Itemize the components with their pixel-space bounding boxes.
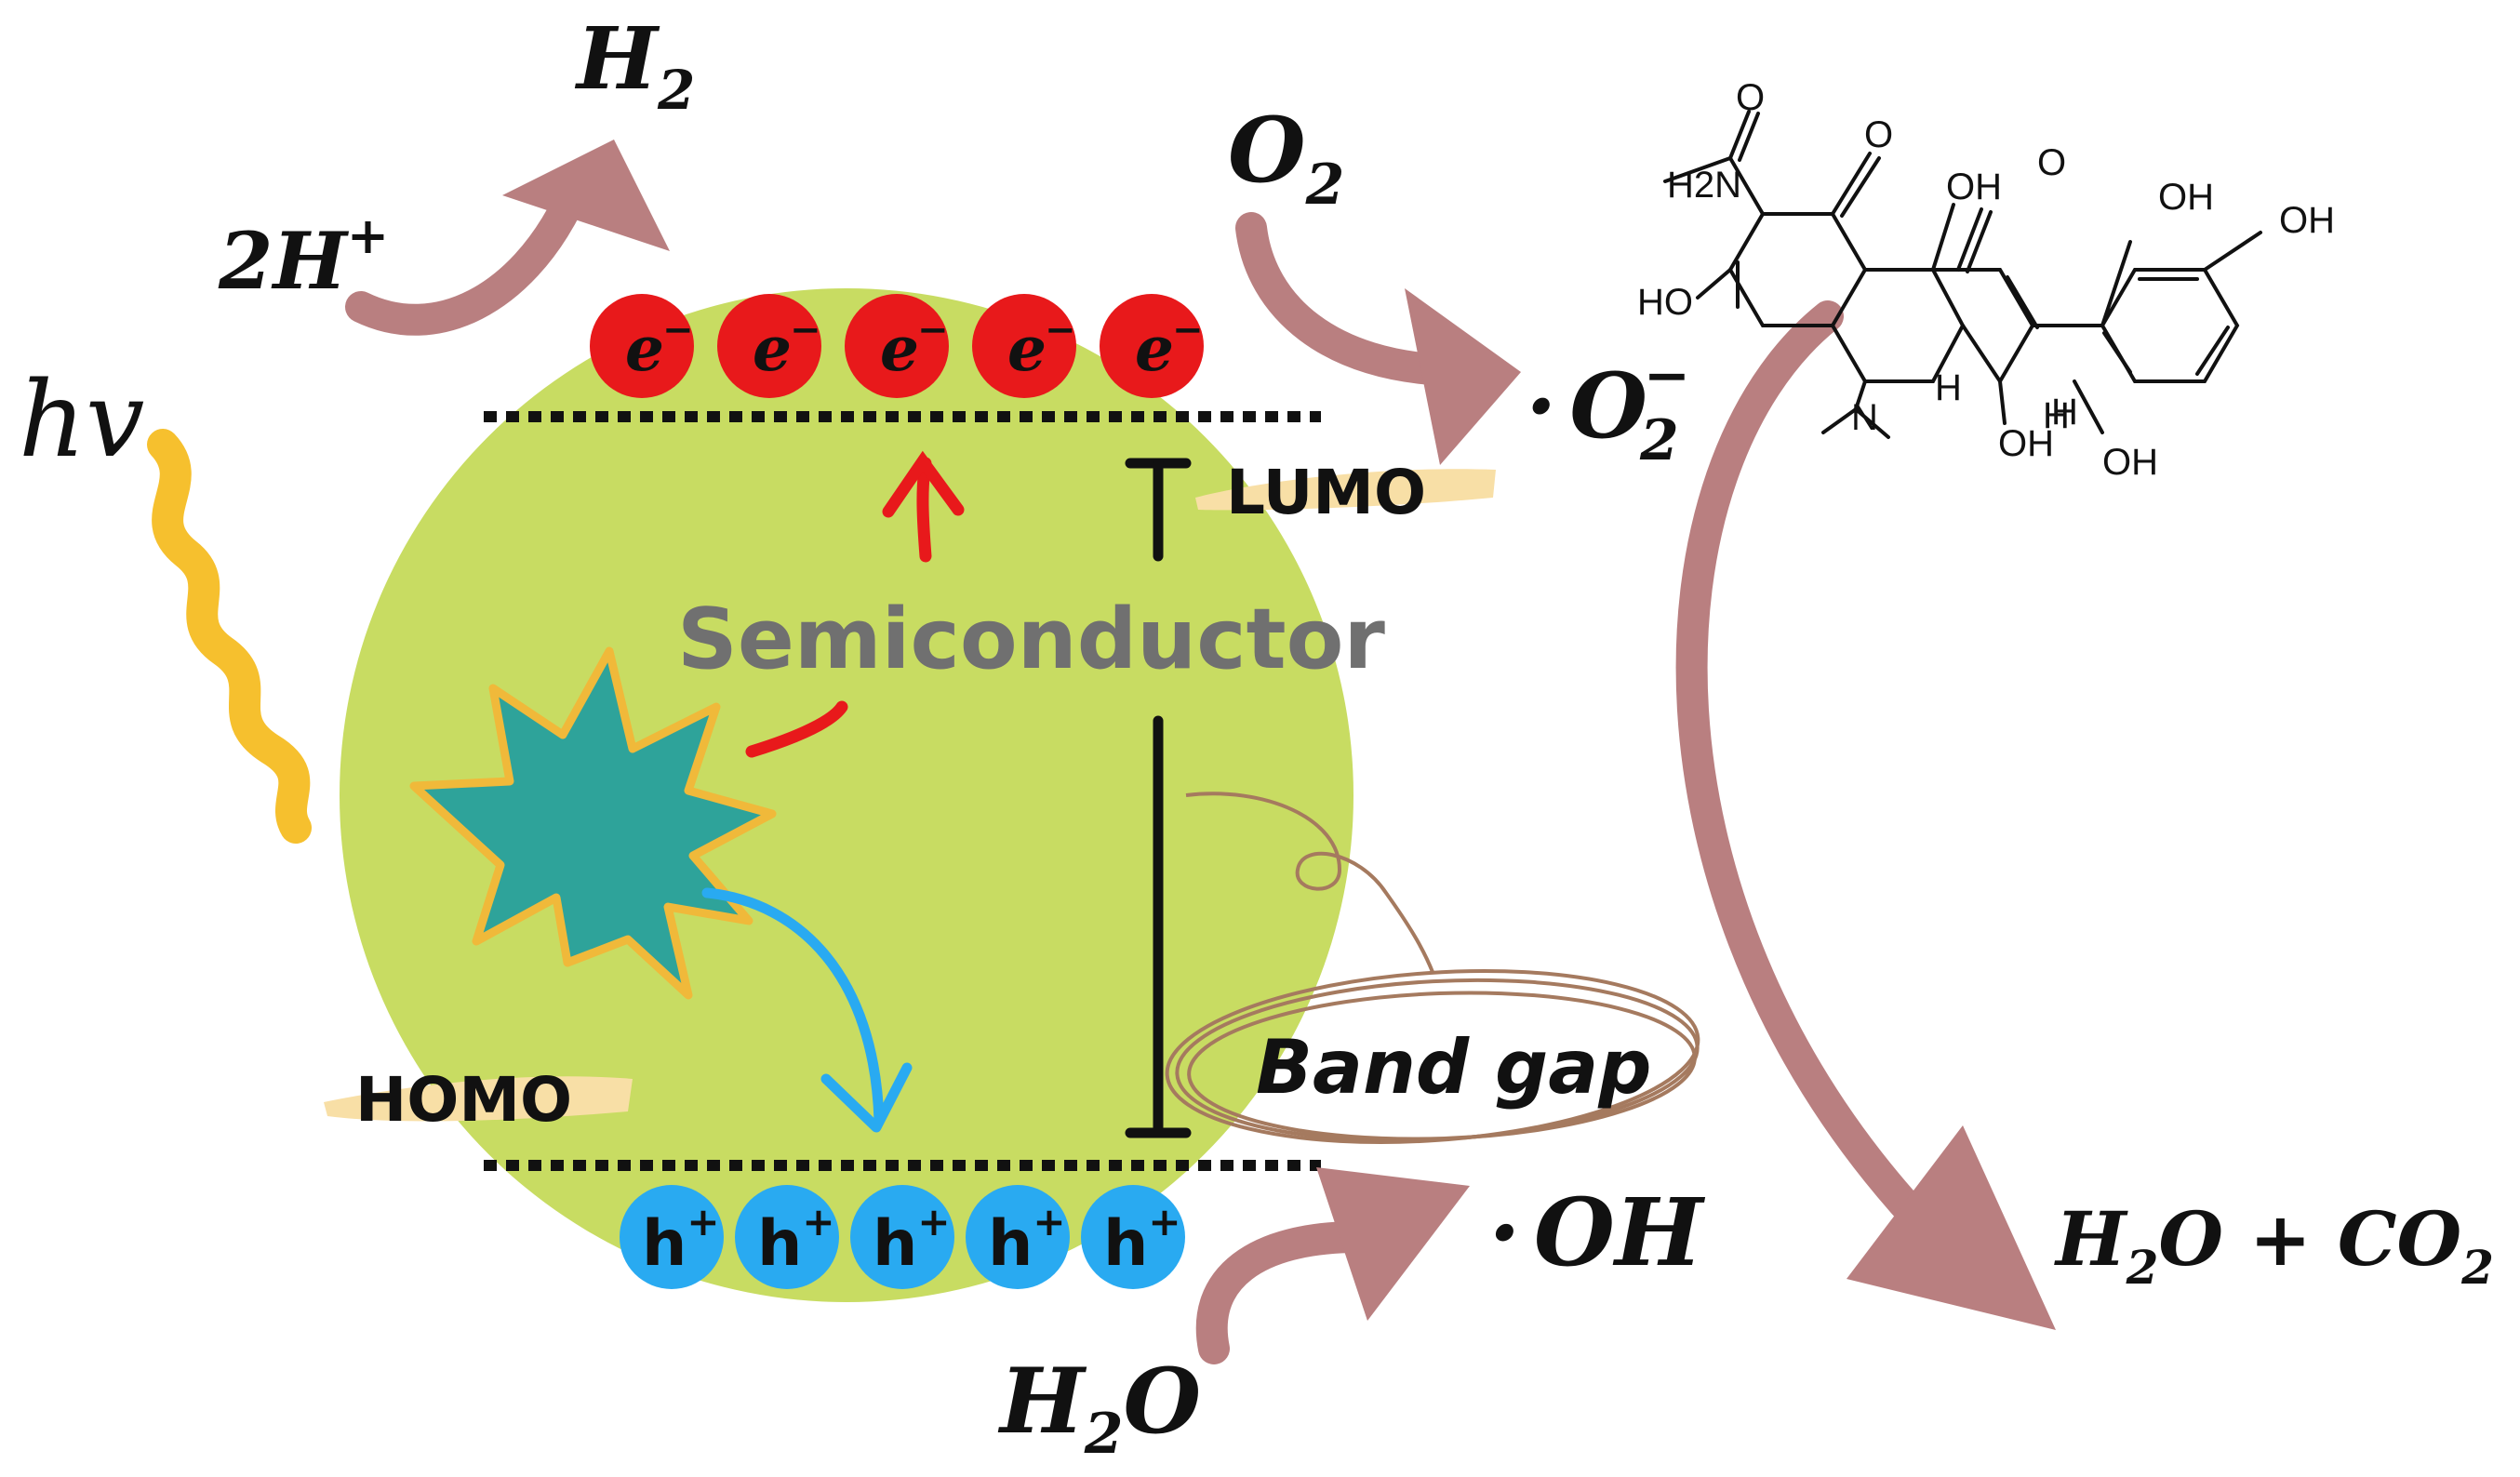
hole-row: h+ h+ h+ h+ h+ (620, 1185, 1185, 1289)
oxygen-label: O2 (1228, 98, 1344, 218)
svg-text:O: O (1864, 114, 1893, 155)
light-wave-icon (147, 429, 312, 844)
lumo-label: LUMO (1226, 457, 1426, 528)
electron: e− (845, 294, 949, 398)
hole: h+ (850, 1185, 954, 1289)
svg-text:H: H (2043, 395, 2070, 436)
svg-text:O: O (2037, 142, 2066, 183)
band-gap-label: Band gap (1256, 1024, 1652, 1111)
electron-excitation-arrow (745, 450, 965, 758)
homo-label: HOMO (355, 1064, 572, 1136)
reduction-arrow-h2 (345, 140, 670, 336)
water-label: H2O (997, 1349, 1201, 1467)
hydroxyl-radical-label: ·OH (1488, 1178, 1706, 1287)
proton-label: 2H+ (218, 206, 389, 307)
hole-transfer-arrow (701, 887, 913, 1133)
superoxide-label: ·O2− (1526, 343, 1690, 473)
svg-text:OH: OH (2279, 200, 2335, 241)
tetracycline-molecule (1663, 110, 2262, 439)
semiconductor-particle (340, 288, 1353, 1302)
tetracycline-atom-labels: H2N O O OH O OH OH HO H N H OH H OH (1637, 77, 2335, 483)
homo-highlight (324, 1076, 633, 1122)
electron: e− (972, 294, 1076, 398)
svg-text:N: N (1851, 397, 1878, 438)
degradation-arrow (1675, 300, 2056, 1330)
electron-row: e− e− e− e− e− (590, 294, 1204, 398)
hole: h+ (735, 1185, 839, 1289)
svg-text:O: O (1736, 77, 1765, 118)
svg-text:H: H (1935, 367, 1962, 408)
svg-text:H: H (2051, 392, 2078, 432)
semiconductor-label: Semiconductor (677, 591, 1385, 688)
svg-text:OH: OH (1946, 166, 2002, 207)
svg-text:OH: OH (1998, 423, 2054, 464)
hole: h+ (966, 1185, 1070, 1289)
svg-text:H2N: H2N (1667, 165, 1741, 206)
photon-label: hv (19, 360, 144, 481)
electron: e− (1100, 294, 1204, 398)
products-label: H2O + CO2 (2054, 1195, 2494, 1295)
hydrogen-label: H2 (574, 8, 695, 122)
oxidation-arrow-hydroxyl (1195, 1167, 1470, 1364)
svg-text:OH: OH (2102, 442, 2158, 483)
excitation-star-icon (409, 646, 777, 1000)
band-gap-marker (1125, 458, 1192, 1138)
band-gap-scribble (1165, 792, 1700, 1144)
svg-text:h+: h+ (642, 1199, 720, 1281)
reduction-arrow-superoxide (1235, 212, 1521, 465)
svg-text:OH: OH (2158, 177, 2214, 218)
hole: h+ (1081, 1185, 1185, 1289)
lumo-highlight (1195, 469, 1496, 511)
electron: e− (717, 294, 821, 398)
hole: h+ (620, 1185, 724, 1289)
electron: e− (590, 294, 694, 398)
svg-text:HO: HO (1637, 282, 1693, 323)
